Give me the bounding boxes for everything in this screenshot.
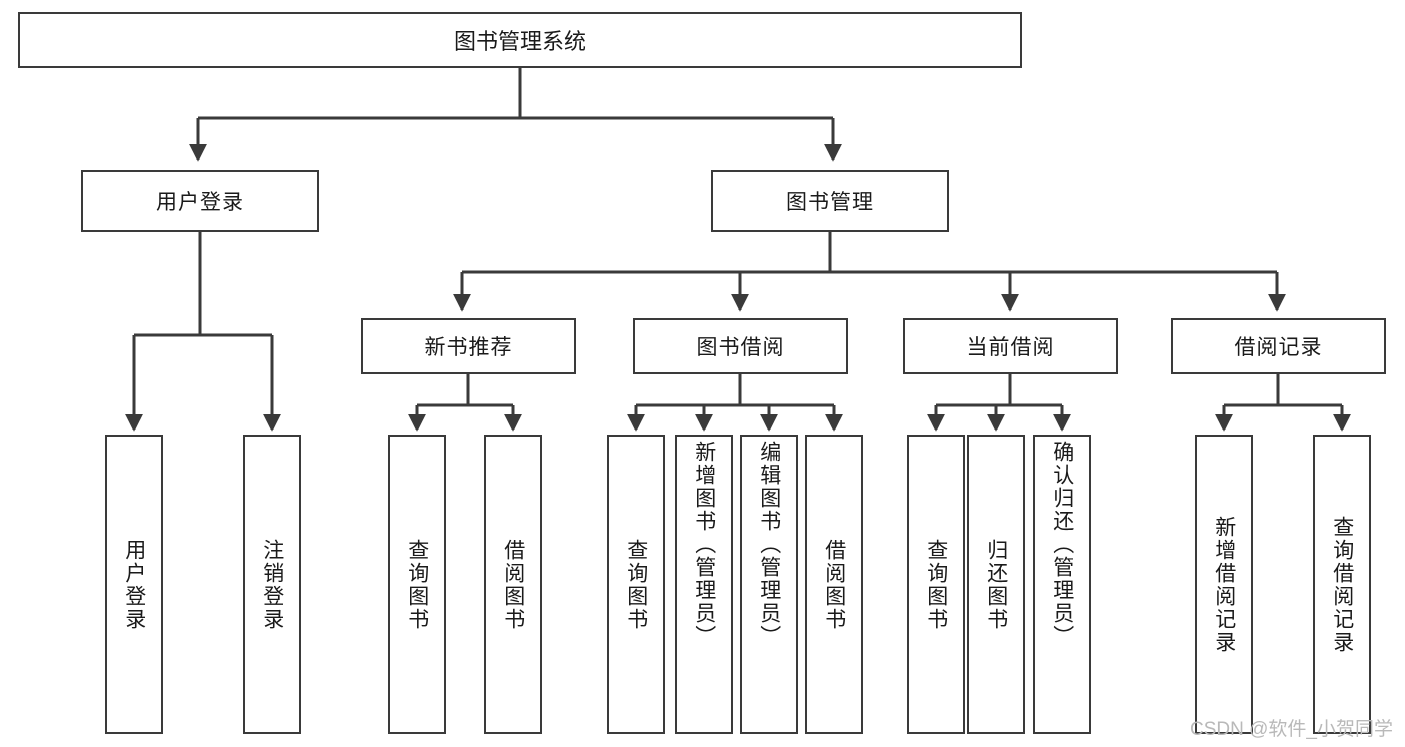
- leaf-label: 借阅图书: [822, 538, 846, 631]
- leaf-label: 注销登录: [260, 538, 284, 631]
- node-current-borrow[interactable]: 当前借阅: [903, 318, 1118, 374]
- leaf-borrow-book-recommend[interactable]: 借阅图书: [484, 435, 542, 734]
- node-label: 用户登录: [156, 191, 244, 214]
- leaf-query-book-current[interactable]: 查询图书: [907, 435, 965, 734]
- leaf-label: 编辑图书（管理员）: [757, 441, 781, 648]
- node-new-book-recommend[interactable]: 新书推荐: [361, 318, 576, 374]
- leaf-edit-book-admin[interactable]: 编辑图书（管理员）: [740, 435, 798, 734]
- node-label: 借阅记录: [1234, 336, 1323, 359]
- leaf-label: 归还图书: [984, 538, 1008, 631]
- node-label: 图书管理: [786, 191, 874, 214]
- node-book-borrow[interactable]: 图书借阅: [633, 318, 848, 374]
- node-label: 新书推荐: [424, 336, 513, 359]
- node-label: 图书借阅: [696, 336, 785, 359]
- leaf-return-book[interactable]: 归还图书: [967, 435, 1025, 734]
- leaf-logout-login[interactable]: 注销登录: [243, 435, 301, 734]
- leaf-label: 查询借阅记录: [1330, 515, 1354, 654]
- node-book-management[interactable]: 图书管理: [711, 170, 949, 232]
- leaf-label: 查询图书: [405, 538, 429, 631]
- leaf-label: 借阅图书: [501, 538, 525, 631]
- leaf-query-borrow-record[interactable]: 查询借阅记录: [1313, 435, 1371, 734]
- watermark: CSDN @软件_小贺同学: [1190, 719, 1393, 740]
- leaf-add-book-admin[interactable]: 新增图书（管理员）: [675, 435, 733, 734]
- leaf-borrow-book[interactable]: 借阅图书: [805, 435, 863, 734]
- node-label: 当前借阅: [966, 336, 1055, 359]
- leaf-user-login[interactable]: 用户登录: [105, 435, 163, 734]
- leaf-label: 查询图书: [624, 538, 648, 631]
- leaf-add-borrow-record[interactable]: 新增借阅记录: [1195, 435, 1253, 734]
- node-user-login[interactable]: 用户登录: [81, 170, 319, 232]
- node-label: 图书管理系统: [453, 29, 586, 54]
- node-root-book-management-system[interactable]: 图书管理系统: [18, 12, 1022, 68]
- leaf-query-book-recommend[interactable]: 查询图书: [388, 435, 446, 734]
- leaf-query-book-borrow[interactable]: 查询图书: [607, 435, 665, 734]
- leaf-label: 新增借阅记录: [1212, 515, 1236, 654]
- leaf-label: 用户登录: [122, 538, 146, 631]
- leaf-label: 查询图书: [924, 538, 948, 631]
- leaf-label: 新增图书（管理员）: [692, 441, 716, 648]
- node-borrow-records[interactable]: 借阅记录: [1171, 318, 1386, 374]
- leaf-confirm-return-admin[interactable]: 确认归还（管理员）: [1033, 435, 1091, 734]
- leaf-label: 确认归还（管理员）: [1050, 441, 1074, 648]
